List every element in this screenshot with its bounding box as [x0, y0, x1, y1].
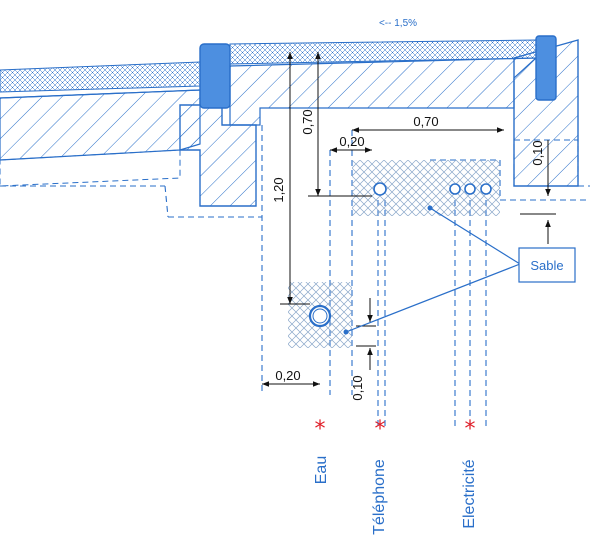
electricity-pipe-3 [480, 183, 492, 195]
network-label-water: Eau [313, 456, 330, 484]
slope-label: <-- 1,5% [379, 18, 417, 29]
sidewalk [229, 39, 538, 126]
network-markers: * * * [315, 417, 476, 442]
dim-010-bottom-label: 0,10 [350, 375, 365, 400]
base-layer-left [0, 149, 181, 187]
right-curb-joint [535, 35, 557, 101]
telephone-pipe [373, 182, 387, 196]
dim-070-vertical-label: 0,70 [300, 109, 315, 134]
dim-120-label: 1,20 [271, 177, 286, 202]
left-curb-body [179, 104, 257, 207]
wearing-course-left [0, 61, 201, 93]
electricity-marker: * [465, 417, 476, 442]
dim-010-right-label: 0,10 [530, 140, 545, 165]
dim-070-horizontal-label: 0,70 [413, 114, 438, 129]
electricity-pipe-2 [464, 183, 476, 195]
left-curb [179, 43, 257, 207]
water-marker: * [315, 417, 326, 442]
dim-020-bottom-label: 0,20 [275, 368, 300, 383]
dimension-lines [262, 52, 556, 387]
network-label-electricity: Electricité [461, 459, 478, 528]
dim-020-top-label: 0,20 [339, 134, 364, 149]
pipes [308, 182, 492, 328]
slab-left [0, 89, 201, 161]
sidewalk-slab [229, 57, 538, 126]
right-curb [513, 35, 590, 187]
sable-callout: Sable [343, 205, 576, 335]
sable-callout-box [518, 247, 576, 283]
telephone-marker: * [375, 417, 386, 442]
electricity-pipe-1 [449, 183, 461, 195]
left-curb-joint [199, 43, 231, 109]
sable-callout-label: Sable [530, 258, 563, 273]
network-label-telephone: Téléphone [371, 459, 388, 535]
